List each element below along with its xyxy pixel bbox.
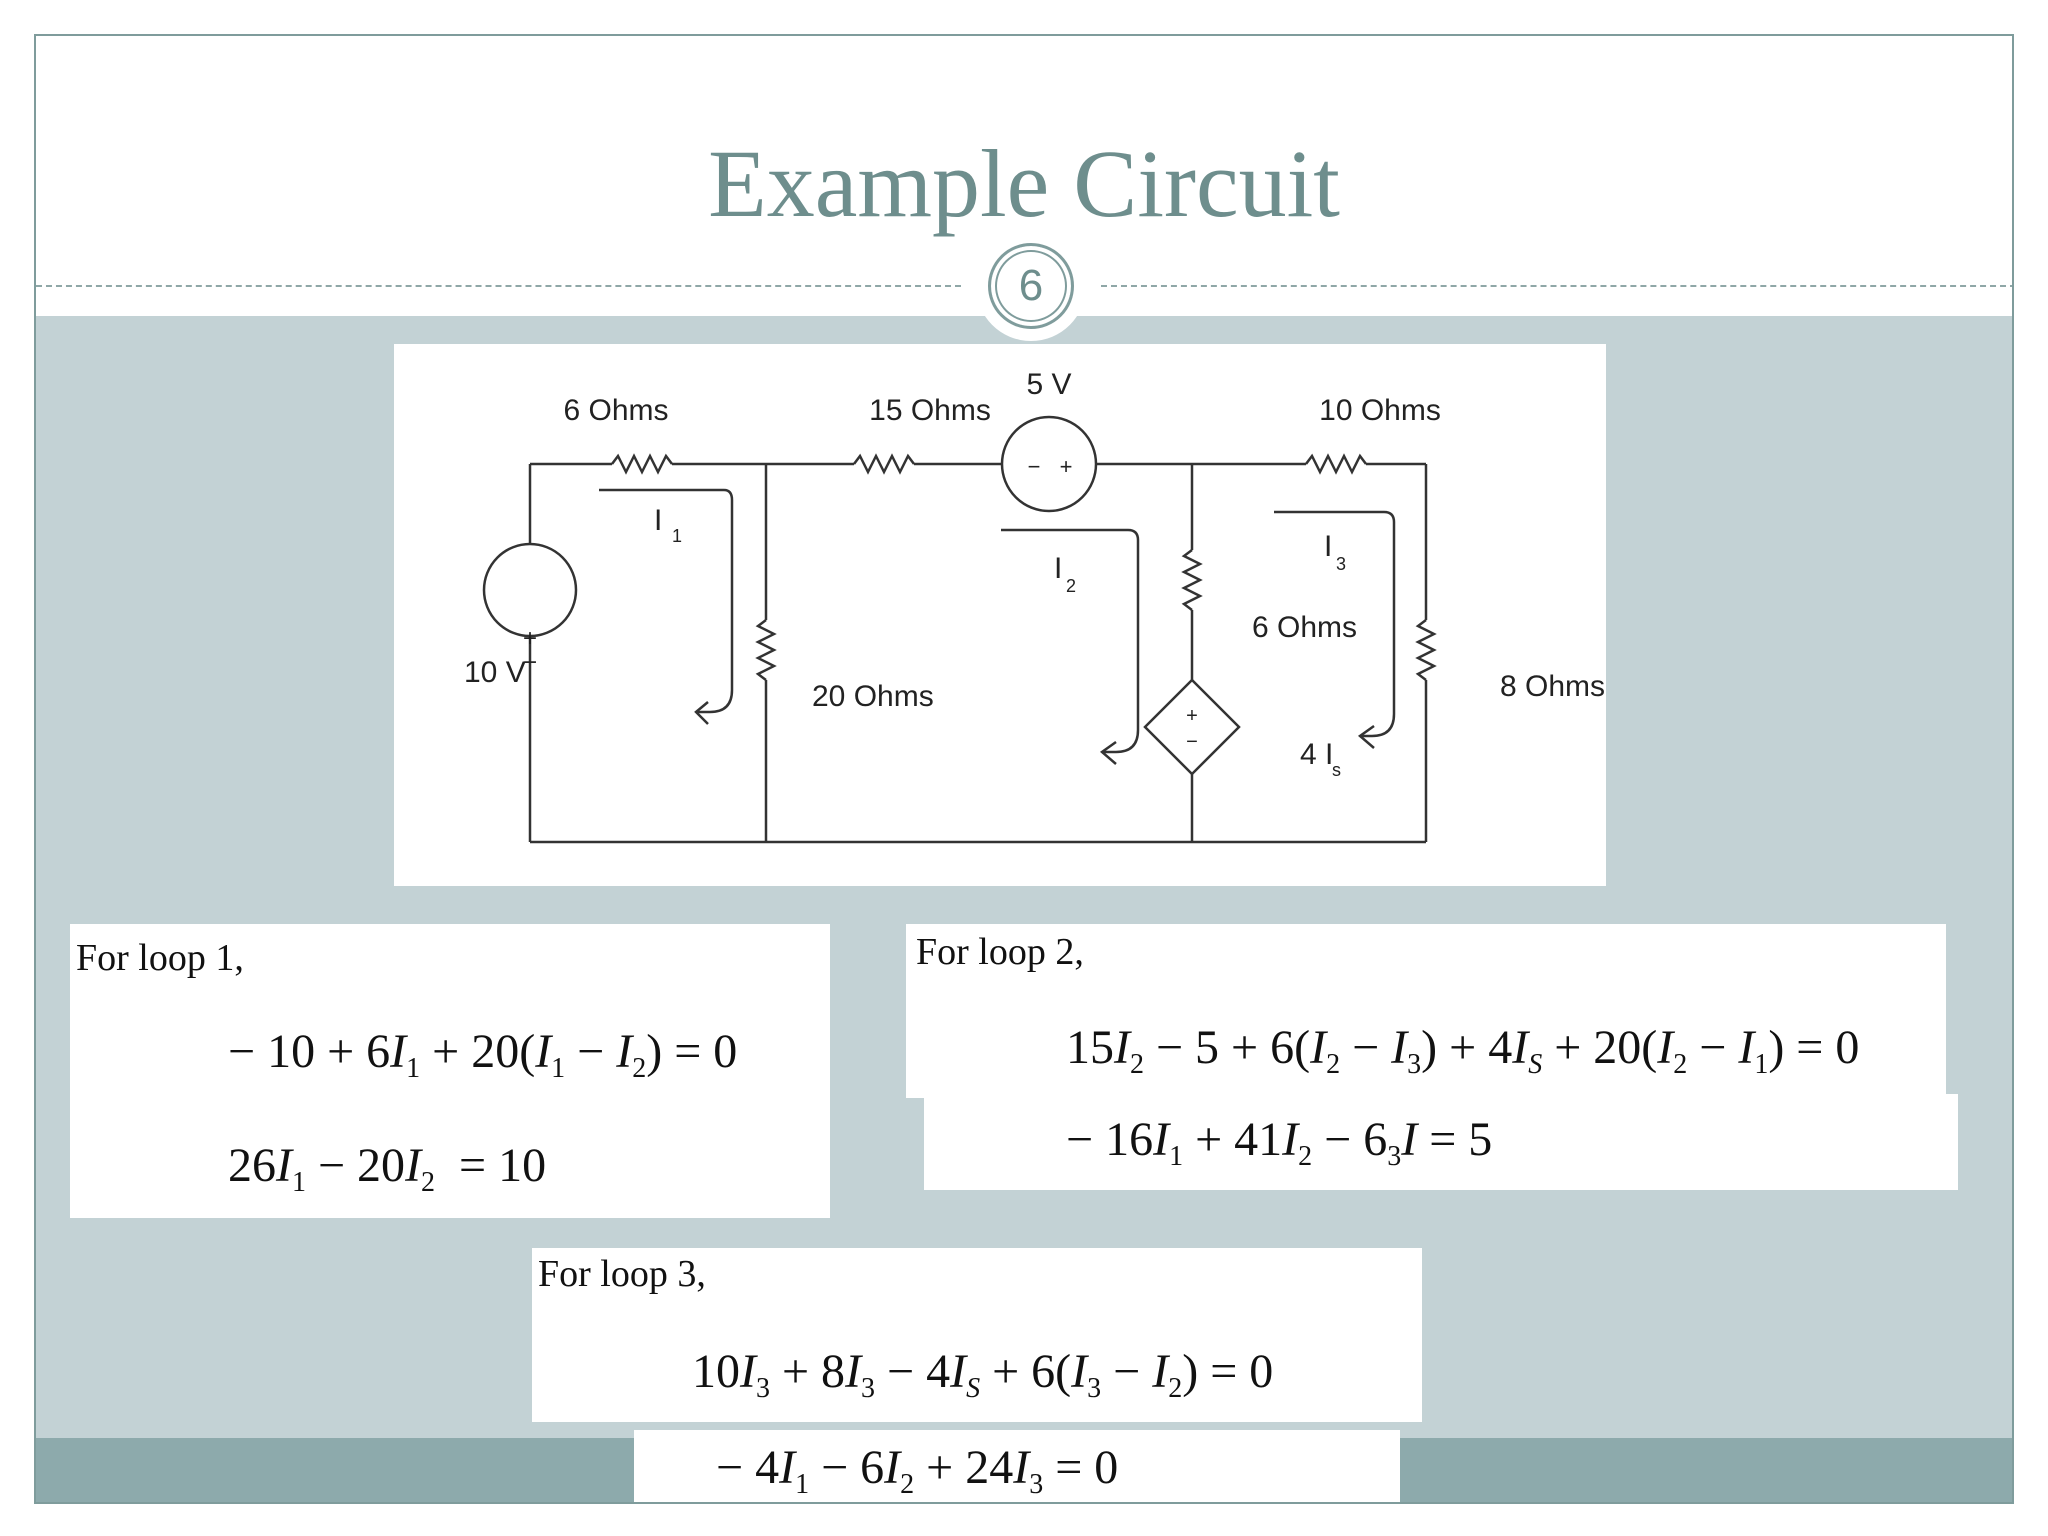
- loop2-panel: For loop 2, 15I2 − 5 + 6(I2 − I3) + 4IS …: [906, 924, 1946, 1098]
- label-i1: I: [654, 504, 662, 537]
- loop2-result-panel: − 16I1 + 41I2 − 63I = 5: [924, 1094, 1958, 1190]
- minus-sign: −: [523, 649, 537, 676]
- label-10-v: 10 V: [464, 656, 526, 689]
- plus-sign: +: [1060, 454, 1073, 479]
- plus-sign: +: [1186, 705, 1198, 727]
- loop2-heading: For loop 2,: [916, 931, 1084, 973]
- loop3-panel: For loop 3, 10I3 + 8I3 − 4IS + 6(I3 − I2…: [532, 1248, 1422, 1422]
- label-dependent-source: 4 I: [1300, 738, 1333, 771]
- slide-number: 6: [988, 243, 1074, 329]
- slide: Example Circuit 6: [34, 34, 2014, 1504]
- label-6-ohms-top: 6 Ohms: [563, 394, 668, 427]
- label-8-ohms: 8 Ohms: [1500, 670, 1605, 703]
- label-i1-sub: 1: [672, 526, 682, 546]
- slide-number-text: 6: [1018, 261, 1044, 310]
- label-15-ohms: 15 Ohms: [869, 394, 991, 427]
- label-10-ohms: 10 Ohms: [1319, 394, 1441, 427]
- circuit-diagram-panel: + − − + + − 6 Ohms 15 Ohms 5 V 10 Ohms 1…: [394, 344, 1606, 886]
- loop3-equation-2: − 4I1 − 6I2 + 24I3 = 0: [716, 1441, 1119, 1500]
- loop3-heading: For loop 3,: [538, 1253, 706, 1295]
- label-dependent-source-sub: s: [1332, 760, 1341, 780]
- label-i3-sub: 3: [1336, 554, 1346, 574]
- loop2-equation-2: − 16I1 + 41I2 − 63I = 5: [1066, 1113, 1493, 1172]
- loop1-equation-2: 26I1 − 20I2 = 10: [228, 1139, 547, 1198]
- label-5-v: 5 V: [1026, 368, 1071, 401]
- label-6-ohms-mid: 6 Ohms: [1252, 611, 1357, 644]
- loop3-result-panel: − 4I1 − 6I2 + 24I3 = 0: [634, 1430, 1400, 1502]
- label-i2: I: [1054, 552, 1062, 585]
- loop3-equation-1: 10I3 + 8I3 − 4IS + 6(I3 − I2) = 0: [692, 1345, 1274, 1404]
- title-divider-left: [36, 285, 961, 287]
- minus-sign: −: [1028, 454, 1041, 479]
- loop2-equation-1: 15I2 − 5 + 6(I2 − I3) + 4IS + 20(I2 − I1…: [1066, 1021, 1860, 1080]
- minus-sign: −: [1186, 731, 1198, 753]
- plus-sign: +: [523, 625, 537, 652]
- loop1-heading: For loop 1,: [76, 937, 244, 979]
- circuit-diagram: + − − + + − 6 Ohms 15 Ohms 5 V 10 Ohms 1…: [464, 368, 1605, 844]
- loop1-equation-1: − 10 + 6I1 + 20(I1 − I2) = 0: [228, 1025, 738, 1084]
- title-divider-right: [1101, 285, 2012, 287]
- loop1-panel: For loop 1, − 10 + 6I1 + 20(I1 − I2) = 0…: [70, 924, 830, 1218]
- slide-title: Example Circuit: [708, 130, 1340, 237]
- label-20-ohms: 20 Ohms: [812, 680, 934, 713]
- label-i2-sub: 2: [1066, 576, 1076, 596]
- label-i3: I: [1324, 530, 1332, 563]
